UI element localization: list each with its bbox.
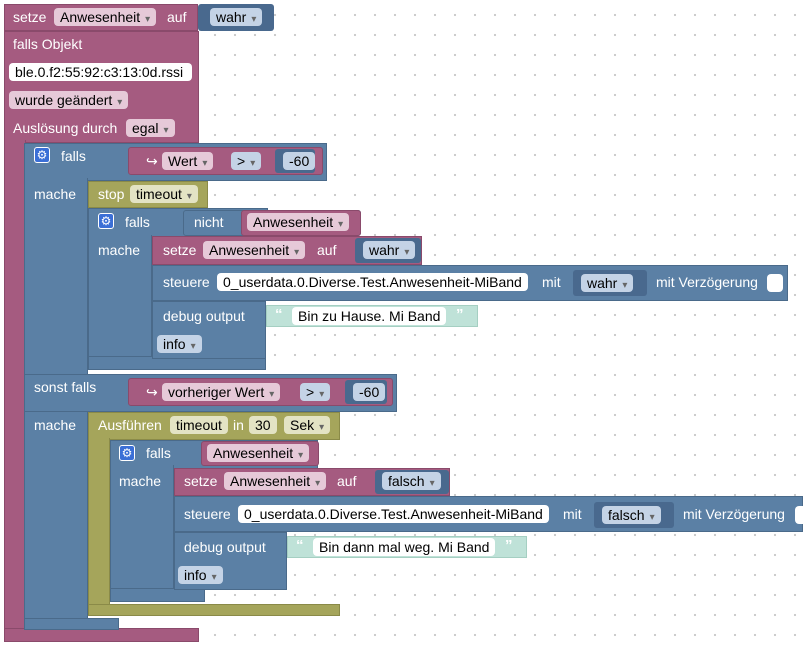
control-b-object-field[interactable]: 0_userdata.0.Diverse.Test.Anwesenheit-Mi… bbox=[238, 505, 549, 523]
exec-label: Ausführen bbox=[98, 417, 162, 433]
trigger-dropdown[interactable]: egal bbox=[126, 119, 175, 137]
if-block-footer bbox=[24, 618, 119, 630]
number-field[interactable]: -60 bbox=[283, 152, 316, 170]
set-a-on-label: auf bbox=[317, 242, 337, 258]
if3-body bbox=[110, 465, 174, 595]
debug-a-level-dropdown[interactable]: info bbox=[157, 335, 202, 353]
control-a-delay-label: mit Verzögerung bbox=[656, 274, 758, 290]
elseif-number-field[interactable]: -60 bbox=[353, 383, 386, 401]
open-quote-icon: “ bbox=[275, 306, 283, 323]
event-block-body bbox=[4, 140, 26, 640]
set-a-label: setze bbox=[163, 242, 197, 258]
control-b-label: steuere bbox=[184, 506, 231, 522]
arrow-icon: ↪ bbox=[146, 153, 158, 169]
exec-block-body bbox=[88, 438, 110, 616]
debug-b-text-field[interactable]: Bin dann mal weg. Mi Band bbox=[313, 538, 496, 556]
trigger-title: falls Objekt bbox=[13, 36, 83, 52]
inner-if-body bbox=[88, 235, 152, 363]
control-a-label: steuere bbox=[163, 274, 210, 290]
do-label: mache bbox=[34, 186, 77, 202]
set-a-var-dropdown[interactable]: Anwesenheit bbox=[203, 241, 306, 259]
gear-icon[interactable]: ⚙ bbox=[98, 213, 114, 229]
exec-in-label: in bbox=[233, 417, 244, 433]
exec-block-footer bbox=[88, 604, 340, 616]
control-b-with-label: mit bbox=[563, 506, 582, 522]
exec-timer-field[interactable]: timeout bbox=[170, 416, 228, 434]
if3-footer bbox=[110, 588, 205, 602]
elseif-operator-dropdown[interactable]: > bbox=[300, 383, 331, 401]
gear-icon[interactable]: ⚙ bbox=[119, 445, 135, 461]
close-quote-icon: ” bbox=[456, 306, 464, 323]
debug-a-label: debug output bbox=[163, 308, 245, 324]
debug-b-level-dropdown[interactable]: info bbox=[178, 566, 223, 584]
object-id-field[interactable]: ble.0.f2:55:92:c3:13:0d.rssi bbox=[9, 63, 192, 81]
control-a-object-field[interactable]: 0_userdata.0.Diverse.Test.Anwesenheit-Mi… bbox=[217, 273, 528, 291]
not-label: nicht bbox=[194, 214, 224, 230]
top-set-var-dropdown[interactable]: Anwesenheit bbox=[54, 8, 157, 26]
if-label: falls bbox=[61, 148, 86, 164]
control-a-with-label: mit bbox=[542, 274, 561, 290]
trigger-label: Auslösung durch bbox=[13, 120, 118, 136]
top-set-value-dropdown[interactable]: wahr bbox=[210, 8, 263, 26]
inner-do-label: mache bbox=[98, 242, 141, 258]
debug-b-label: debug output bbox=[184, 539, 266, 555]
control-a-delay-checkbox[interactable] bbox=[767, 274, 783, 292]
if3-do-label: mache bbox=[119, 473, 162, 489]
inner-var-dropdown[interactable]: Anwesenheit bbox=[247, 213, 350, 231]
top-set-on-label: auf bbox=[167, 9, 187, 25]
event-block-footer bbox=[4, 628, 199, 642]
value-dropdown[interactable]: Wert bbox=[162, 152, 214, 170]
control-b-delay-label: mit Verzögerung bbox=[683, 506, 785, 522]
exec-number-field[interactable]: 30 bbox=[249, 416, 277, 434]
set-b-label: setze bbox=[184, 473, 218, 489]
elseif-value-dropdown[interactable]: vorheriger Wert bbox=[162, 383, 281, 401]
elseif-do-label: mache bbox=[34, 417, 77, 433]
condition-dropdown[interactable]: wurde geändert bbox=[9, 91, 129, 109]
exec-unit-dropdown[interactable]: Sek bbox=[284, 416, 331, 434]
control-b-delay-checkbox[interactable] bbox=[795, 506, 803, 524]
close-quote-icon: ” bbox=[505, 537, 513, 554]
set-b-value-dropdown[interactable]: falsch bbox=[382, 472, 441, 490]
open-quote-icon: “ bbox=[296, 537, 304, 554]
top-set-label: setze bbox=[13, 9, 47, 25]
set-b-on-label: auf bbox=[337, 473, 357, 489]
stop-label: stop bbox=[98, 186, 125, 202]
debug-a-text-field[interactable]: Bin zu Hause. Mi Band bbox=[292, 307, 447, 325]
elseif-arrow-icon: ↪ bbox=[146, 384, 158, 400]
stop-timer-dropdown[interactable]: timeout bbox=[130, 185, 198, 203]
operator-dropdown[interactable]: > bbox=[231, 152, 262, 170]
gear-icon[interactable]: ⚙ bbox=[34, 147, 50, 163]
control-b-value-dropdown[interactable]: falsch bbox=[602, 506, 661, 524]
set-a-value-dropdown[interactable]: wahr bbox=[363, 241, 416, 259]
set-b-var-dropdown[interactable]: Anwesenheit bbox=[224, 472, 327, 490]
if3-label: falls bbox=[146, 445, 171, 461]
control-a-value-dropdown[interactable]: wahr bbox=[581, 274, 634, 292]
if3-var-dropdown[interactable]: Anwesenheit bbox=[207, 444, 310, 462]
inner-if-label: falls bbox=[125, 214, 150, 230]
elseif-label: sonst falls bbox=[34, 379, 97, 395]
